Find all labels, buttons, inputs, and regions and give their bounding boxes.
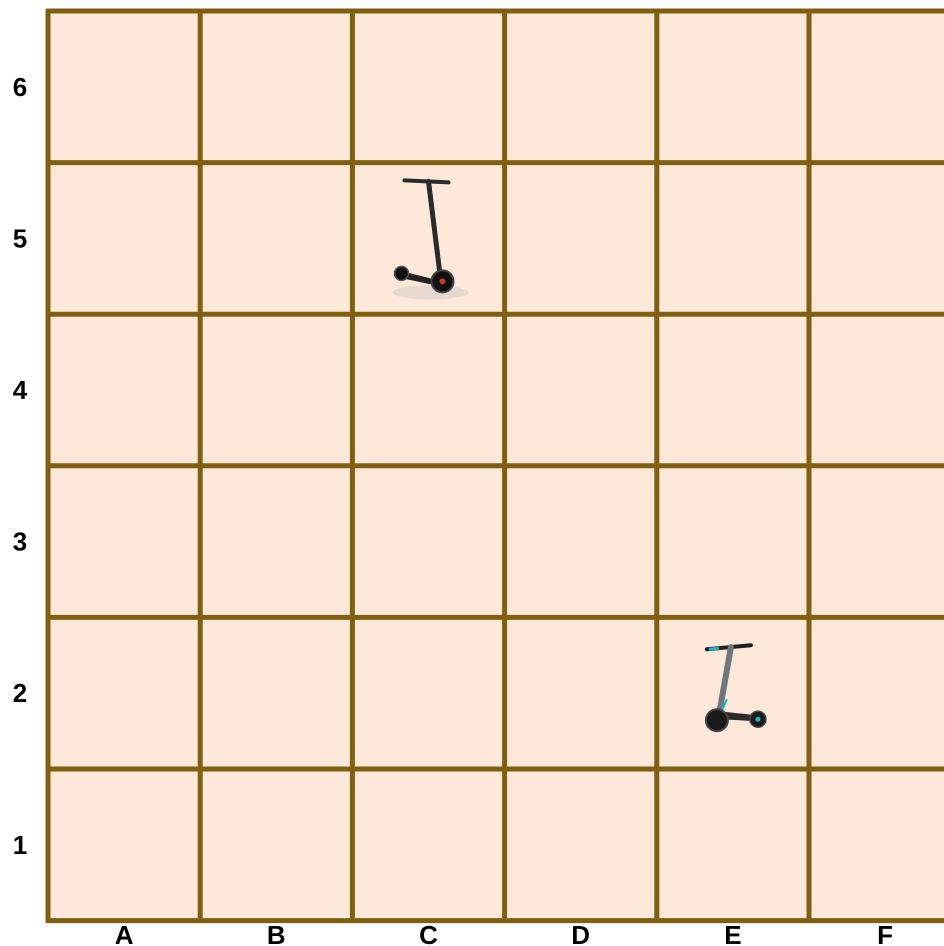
cell-E6[interactable] bbox=[657, 11, 809, 163]
row-label-6: 6 bbox=[13, 72, 27, 102]
row-label-1: 1 bbox=[13, 830, 27, 860]
cell-C6[interactable] bbox=[352, 11, 504, 163]
cell-B6[interactable] bbox=[200, 11, 352, 163]
cell-A3[interactable] bbox=[48, 466, 200, 618]
cell-F4[interactable] bbox=[809, 314, 944, 466]
row-label-4: 4 bbox=[13, 375, 28, 405]
cell-A4[interactable] bbox=[48, 314, 200, 466]
cell-C1[interactable] bbox=[352, 769, 504, 921]
column-labels: A B C D E F bbox=[115, 920, 893, 946]
cell-C2[interactable] bbox=[352, 617, 504, 769]
column-label-B: B bbox=[267, 920, 286, 946]
cell-B5[interactable] bbox=[200, 163, 352, 315]
column-label-F: F bbox=[877, 920, 893, 946]
cell-A1[interactable] bbox=[48, 769, 200, 921]
row-label-3: 3 bbox=[13, 527, 27, 557]
cell-F5[interactable] bbox=[809, 163, 944, 315]
cell-C4[interactable] bbox=[352, 314, 504, 466]
cell-E2[interactable] bbox=[657, 617, 809, 769]
row-label-2: 2 bbox=[13, 678, 27, 708]
cell-D4[interactable] bbox=[505, 314, 657, 466]
cell-D2[interactable] bbox=[505, 617, 657, 769]
cell-B1[interactable] bbox=[200, 769, 352, 921]
column-label-A: A bbox=[115, 920, 134, 946]
cell-D1[interactable] bbox=[505, 769, 657, 921]
cell-A6[interactable] bbox=[48, 11, 200, 163]
column-label-E: E bbox=[724, 920, 741, 946]
cell-B2[interactable] bbox=[200, 617, 352, 769]
row-label-5: 5 bbox=[13, 223, 27, 253]
cell-E3[interactable] bbox=[657, 466, 809, 618]
cell-E5[interactable] bbox=[657, 163, 809, 315]
row-labels: 6 5 4 3 2 1 bbox=[13, 72, 28, 860]
cell-F3[interactable] bbox=[809, 466, 944, 618]
cell-D6[interactable] bbox=[505, 11, 657, 163]
cell-F1[interactable] bbox=[809, 769, 944, 921]
column-label-C: C bbox=[419, 920, 438, 946]
cell-E4[interactable] bbox=[657, 314, 809, 466]
cell-F2[interactable] bbox=[809, 617, 944, 769]
column-label-D: D bbox=[571, 920, 590, 946]
cell-C3[interactable] bbox=[352, 466, 504, 618]
cell-A5[interactable] bbox=[48, 163, 200, 315]
cell-D3[interactable] bbox=[505, 466, 657, 618]
cell-A2[interactable] bbox=[48, 617, 200, 769]
cell-F6[interactable] bbox=[809, 11, 944, 163]
cell-B3[interactable] bbox=[200, 466, 352, 618]
cell-E1[interactable] bbox=[657, 769, 809, 921]
cell-D5[interactable] bbox=[505, 163, 657, 315]
cell-B4[interactable] bbox=[200, 314, 352, 466]
